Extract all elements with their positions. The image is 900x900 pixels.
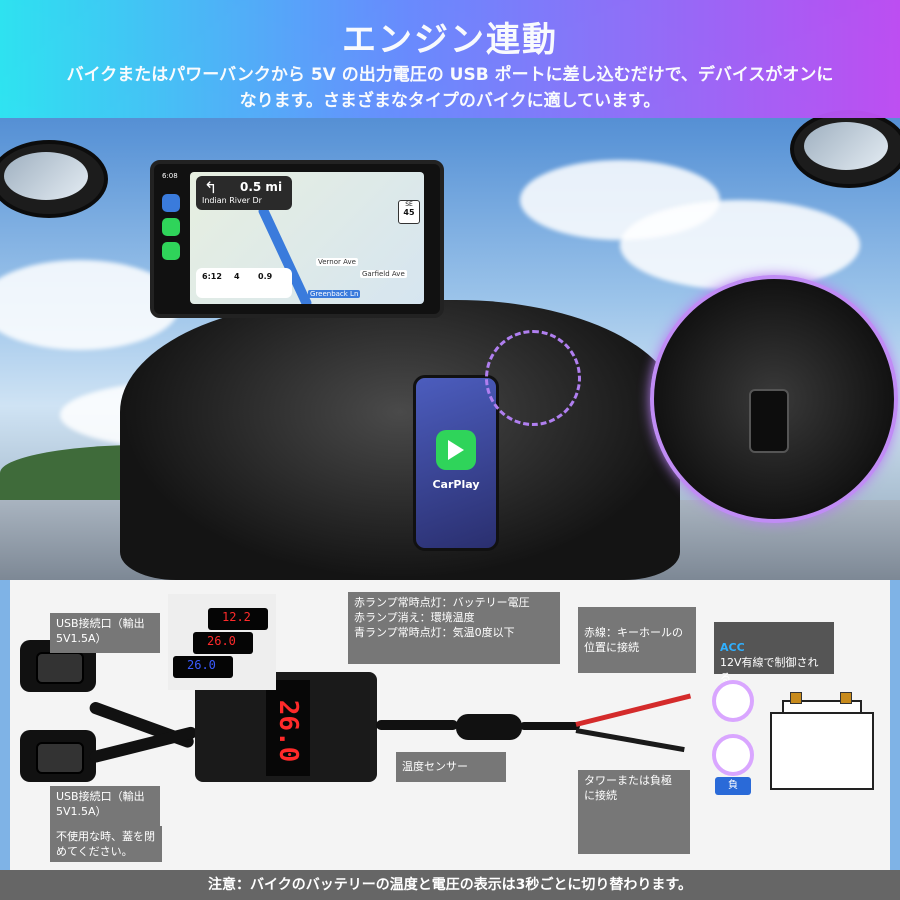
usb-zoom-circle xyxy=(650,275,898,523)
eta-minutes: 4 xyxy=(234,272,240,281)
battery-terminal-negative xyxy=(840,692,852,704)
red-wire-note: 赤線：キーホールの 位置に接続 xyxy=(578,607,696,673)
sensor-cable xyxy=(376,720,458,730)
main-display-value: 26.0 xyxy=(273,699,303,763)
main-display: 26.0 xyxy=(266,680,310,776)
ground-terminal-icon xyxy=(712,734,754,776)
smartphone: CarPlay xyxy=(413,375,499,551)
carplay-label: CarPlay xyxy=(432,478,480,491)
sample-display-voltage: 12.2 xyxy=(208,608,268,630)
turn-street: Indian River Dr xyxy=(202,196,262,205)
sample-display-cold: 26.0 xyxy=(173,656,233,678)
negative-tag: 負 xyxy=(715,777,751,795)
road-label: Greenback Ln xyxy=(308,290,361,298)
phone-app-icon xyxy=(162,218,180,236)
map-view: ↰ 0.5 mi Indian River Dr Vernor Ave Garf… xyxy=(190,172,424,304)
hero-photo: 6:08 ↰ 0.5 mi Indian River Dr Vernor Ave… xyxy=(0,0,900,580)
messages-app-icon xyxy=(162,242,180,260)
ground-note: タワーまたは負極 に接続 xyxy=(578,770,690,854)
acc-note: ACC 12V有線で制御される key xyxy=(714,622,834,699)
battery-icon xyxy=(770,712,874,790)
carplay-icon xyxy=(436,430,476,470)
temperature-sensor xyxy=(456,714,522,740)
road-label: Vernor Ave xyxy=(316,258,358,266)
footer-note: 注意：バイクのバッテリーの温度と電圧の表示は3秒ごとに切り替わります。 xyxy=(0,870,900,900)
cloud xyxy=(620,200,860,290)
eta-arrival: 6:12 xyxy=(202,272,222,281)
motorcycle xyxy=(120,300,680,580)
red-wire-note-text: 赤線：キーホールの 位置に接続 xyxy=(584,626,683,654)
right-mirror xyxy=(790,110,900,188)
turn-card: ↰ 0.5 mi Indian River Dr xyxy=(196,176,292,210)
usb-plug-icon xyxy=(749,389,789,453)
sensor-note: 温度センサー xyxy=(396,752,506,782)
status-time: 6:08 xyxy=(162,172,178,180)
sample-voltage: 12.2 xyxy=(222,610,251,624)
sample-temp: 26.0 xyxy=(207,634,236,648)
usb-port-bottom-note: USB接続口（輸出 5V1.5A） xyxy=(50,786,160,826)
eta-miles: 0.9 xyxy=(258,272,273,281)
turn-left-icon: ↰ xyxy=(204,178,218,197)
output-cable xyxy=(520,722,580,730)
turn-distance: 0.5 mi xyxy=(240,180,283,194)
header-banner: エンジン連動 バイクまたはパワーバンクから 5V の出力電圧の USB ポートに… xyxy=(0,0,900,118)
left-mirror xyxy=(0,140,108,218)
key-ignition-icon xyxy=(712,680,754,722)
usb-port-bottom xyxy=(20,730,96,782)
speed-limit-value: 45 xyxy=(403,208,415,217)
maps-app-icon xyxy=(162,194,180,212)
sample-display-temp: 26.0 xyxy=(193,632,253,654)
compass-label: SE xyxy=(405,201,413,208)
lamp-note: 赤ランプ常時点灯：バッテリー電圧 赤ランプ消え：環境温度 青ランプ常時点灯：気温… xyxy=(348,592,560,664)
page-title: エンジン連動 xyxy=(342,20,558,60)
battery-terminal-positive xyxy=(790,692,802,704)
app-dock: 6:08 xyxy=(158,172,184,304)
zoom-source-circle xyxy=(485,330,581,426)
carplay-screen: 6:08 ↰ 0.5 mi Indian River Dr Vernor Ave… xyxy=(150,160,444,318)
acc-label: ACC xyxy=(720,641,745,654)
usb-port-top-note: USB接続口（輸出 5V1.5A） xyxy=(50,613,160,653)
sample-cold: 26.0 xyxy=(187,658,216,672)
eta-card: 6:12 4 0.9 xyxy=(196,268,292,298)
cap-note: 不使用な時、蓋を閉 めてください。 xyxy=(50,826,162,862)
speed-limit-sign: SE 45 xyxy=(398,200,420,224)
road-label: Garfield Ave xyxy=(360,270,407,278)
page-subtitle: バイクまたはパワーバンクから 5V の出力電圧の USB ポートに差し込むだけで… xyxy=(66,65,834,111)
